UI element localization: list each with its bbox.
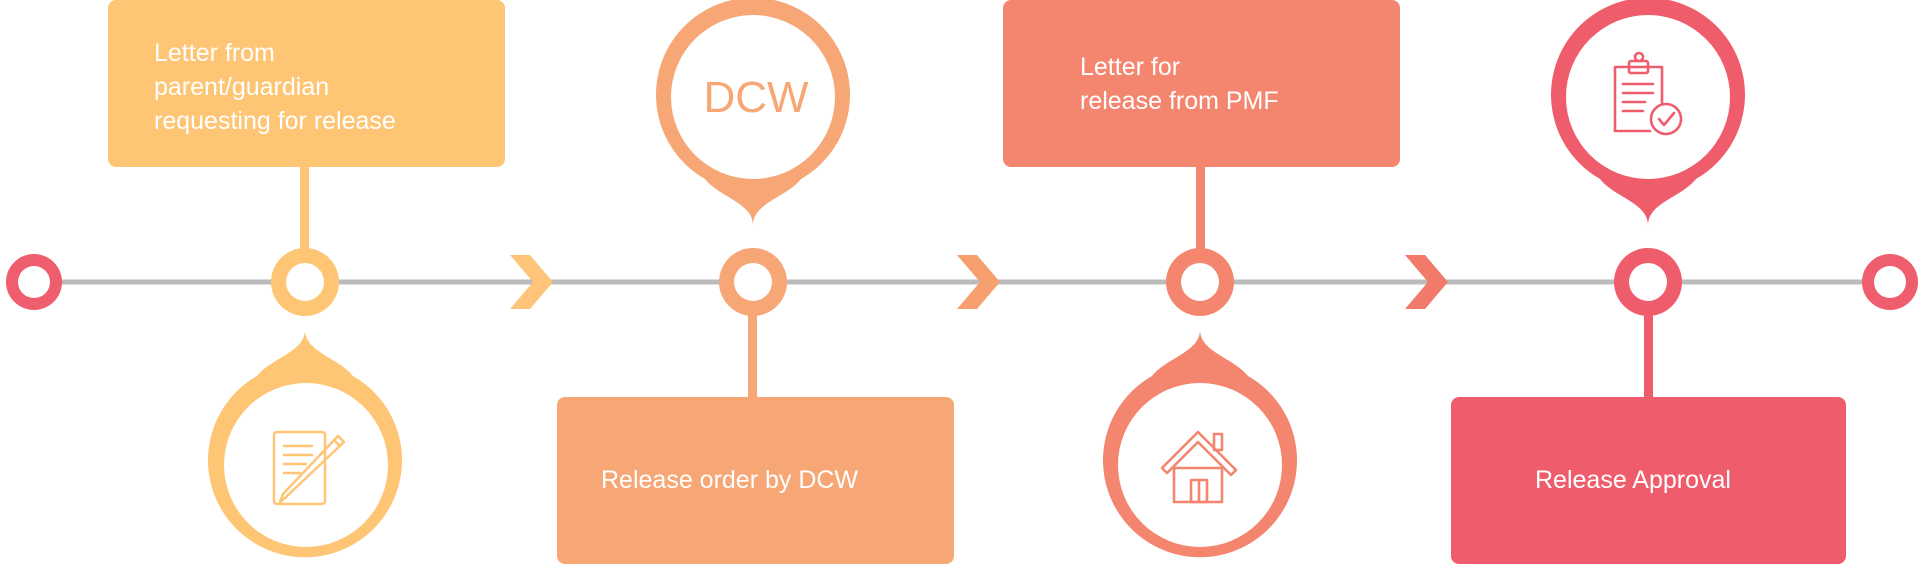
clipboard-check-icon <box>1613 51 1683 136</box>
step2-box: Release order by DCW <box>557 397 954 564</box>
chevron-arrow-2 <box>957 255 1000 309</box>
step2-connector <box>748 290 757 400</box>
step1-box-line-3: requesting for release <box>154 107 396 135</box>
step1-connector <box>300 160 309 275</box>
step3-box: Letter for release from PMF <box>1003 0 1400 167</box>
step1-box: Letter from parent/guardian requesting f… <box>108 0 505 167</box>
step4-box: Release Approval <box>1451 397 1846 564</box>
chevron-arrow-3 <box>1405 255 1448 309</box>
step3-box-line-2: release from PMF <box>1080 87 1279 115</box>
chevron-arrow-1 <box>510 255 553 309</box>
step3-box-line-1: Letter for <box>1080 53 1181 81</box>
document-pen-icon <box>272 430 346 506</box>
step4-connector <box>1644 290 1653 400</box>
step4-box-line-1: Release Approval <box>1535 466 1731 494</box>
house-icon <box>1160 430 1238 504</box>
step1-box-line-2: parent/guardian <box>154 73 330 101</box>
step2-box-line-1: Release order by DCW <box>601 466 859 494</box>
step1-box-line-1: Letter from <box>154 39 275 67</box>
step3-connector <box>1196 160 1205 275</box>
dcw-circle-label: DCW <box>703 73 809 122</box>
